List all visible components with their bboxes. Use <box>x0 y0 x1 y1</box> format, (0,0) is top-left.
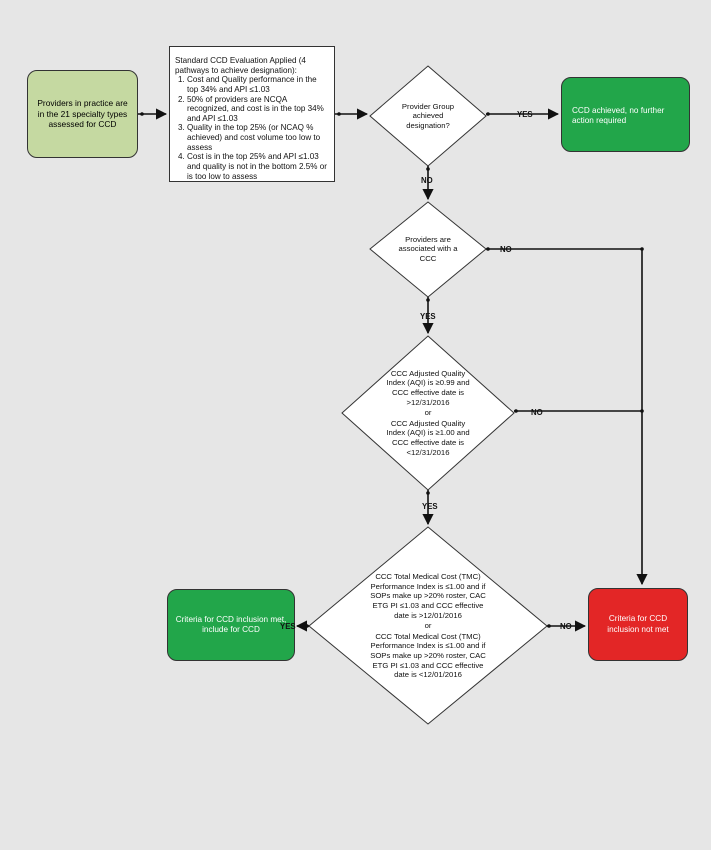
label-no-tmc: NO <box>560 622 572 631</box>
junction-dot <box>486 247 490 251</box>
decision-tmc-part1: CCC Total Medical Cost (TMC) Performance… <box>370 572 486 620</box>
junction-dot <box>337 112 341 116</box>
standard-evaluation-box: Standard CCD Evaluation Applied (4 pathw… <box>169 46 335 182</box>
junction-dot <box>426 298 430 302</box>
inclusion-not-met-node: Criteria for CCD inclusion not met <box>588 588 688 661</box>
standard-evaluation-title: Standard CCD Evaluation Applied (4 pathw… <box>175 56 306 75</box>
decision-tmc-or: or <box>424 621 432 631</box>
label-no-aqi: NO <box>531 408 543 417</box>
start-node-text: Providers in practice are in the 21 spec… <box>37 98 128 130</box>
pathway-list: Cost and Quality performance in the top … <box>175 75 329 181</box>
decision-tmc-text: CCC Total Medical Cost (TMC) Performance… <box>368 572 488 680</box>
junction-dot <box>486 112 490 116</box>
junction-dot <box>640 409 644 413</box>
inclusion-met-text: Criteria for CCD inclusion met, include … <box>175 614 287 634</box>
junction-dot <box>140 112 144 116</box>
label-no-designation: NO <box>421 176 433 185</box>
pathway-item: 50% of providers are NCQA recognized, an… <box>187 95 329 124</box>
junction-dot <box>547 624 551 628</box>
decision-aqi-text: CCC Adjusted Quality Index (AQI) is ≥0.9… <box>386 368 470 458</box>
decision-aqi-part2: CCC Adjusted Quality Index (AQI) is ≥1.0… <box>386 418 470 457</box>
label-no-ccc: NO <box>500 245 512 254</box>
label-yes-designation: YES <box>517 110 533 119</box>
junction-dot <box>426 491 430 495</box>
label-yes-aqi: YES <box>422 502 438 511</box>
decision-ccc-text: Providers are associated with a CCC <box>394 230 462 268</box>
decision-tmc-part2: CCC Total Medical Cost (TMC) Performance… <box>370 631 486 680</box>
pathway-item: Cost is in the top 25% and API ≤1.03 and… <box>187 152 329 181</box>
achieved-node: CCD achieved, no further action required <box>561 77 690 152</box>
junction-dot <box>426 167 430 171</box>
decision-designation-label: Provider Group achieved designation? <box>401 101 455 130</box>
decision-tmc-diamond <box>308 526 548 725</box>
decision-designation-text: Provider Group achieved designation? <box>392 96 464 136</box>
decision-aqi-part1: CCC Adjusted Quality Index (AQI) is ≥0.9… <box>386 368 470 407</box>
pathway-item: Quality in the top 25% (or NCAQ % achiev… <box>187 123 329 152</box>
decision-aqi-or: or <box>424 408 432 418</box>
start-node: Providers in practice are in the 21 spec… <box>27 70 138 158</box>
junction-dot <box>305 624 309 628</box>
junction-dot <box>640 247 644 251</box>
pathway-item: Cost and Quality performance in the top … <box>187 75 329 94</box>
label-yes-ccc: YES <box>420 312 436 321</box>
inclusion-met-node: Criteria for CCD inclusion met, include … <box>167 589 295 661</box>
achieved-node-text: CCD achieved, no further action required <box>572 106 665 126</box>
inclusion-not-met-text: Criteria for CCD inclusion not met <box>607 614 669 634</box>
junction-dot <box>514 409 518 413</box>
decision-ccc-label: Providers are associated with a CCC <box>398 234 458 263</box>
label-yes-tmc: YES <box>280 622 296 631</box>
